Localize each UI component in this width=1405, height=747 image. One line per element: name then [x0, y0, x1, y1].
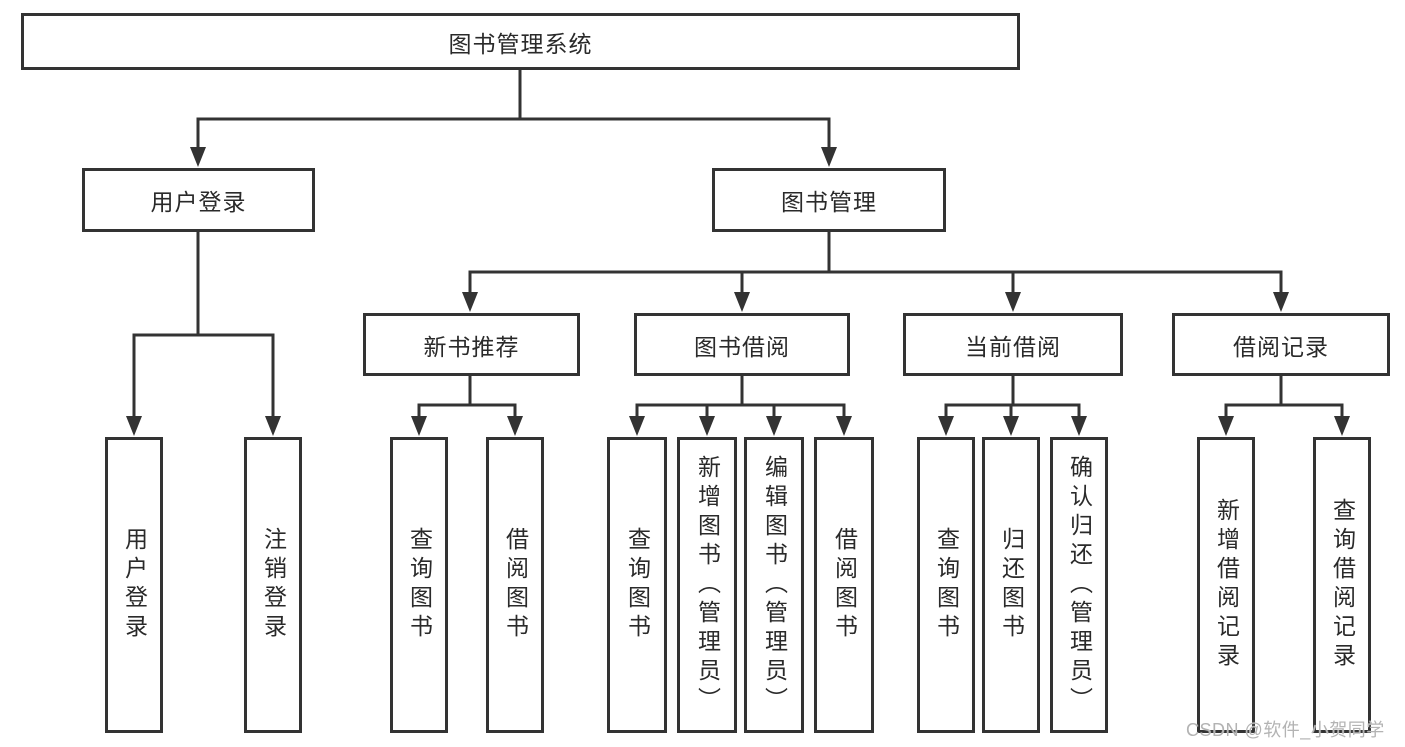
leaf-borrow-add-label: 新增图书（管理员）	[694, 454, 721, 716]
node-book-mgmt: 图书管理	[712, 168, 946, 232]
leaf-records-query: 查询借阅记录	[1313, 437, 1371, 733]
edge-cb-confirm	[1013, 403, 1087, 436]
leaf-user-login-label: 用户登录	[121, 527, 148, 643]
edge-nb-query	[411, 375, 472, 436]
leaf-newbooks-borrow: 借阅图书	[486, 437, 544, 733]
leaf-logout: 注销登录	[244, 437, 302, 733]
edge-br-query	[1281, 403, 1350, 436]
leaf-current-query-label: 查询图书	[933, 527, 960, 643]
leaf-current-return-label: 归还图书	[998, 527, 1025, 643]
leaf-records-add: 新增借阅记录	[1197, 437, 1255, 733]
leaf-records-query-label: 查询借阅记录	[1329, 498, 1356, 672]
node-book-borrow: 图书借阅	[634, 313, 850, 376]
edge-bb-edit	[742, 403, 782, 436]
leaf-records-add-label: 新增借阅记录	[1213, 498, 1240, 672]
node-user-login-label: 用户登录	[150, 189, 247, 215]
edge-mgmt-records	[829, 270, 1289, 312]
node-book-borrow-label: 图书借阅	[694, 333, 790, 360]
leaf-borrow-query: 查询图书	[607, 437, 667, 733]
csdn-watermark: CSDN @软件_小贺同学	[1186, 720, 1385, 740]
node-book-mgmt-label: 图书管理	[781, 189, 877, 215]
leaf-user-login: 用户登录	[105, 437, 163, 733]
edge-login-logout	[198, 333, 281, 436]
node-current-borrow: 当前借阅	[903, 313, 1123, 376]
node-borrow-records-label: 借阅记录	[1233, 333, 1329, 360]
node-borrow-records: 借阅记录	[1172, 313, 1390, 376]
edge-nb-borrow	[470, 403, 523, 436]
node-root-label: 图书管理系统	[448, 30, 593, 57]
node-current-borrow-label: 当前借阅	[965, 333, 1061, 360]
edge-root-book-mgmt	[520, 117, 837, 167]
leaf-borrow-edit-label: 编辑图书（管理员）	[761, 454, 788, 716]
edge-bb-query	[629, 375, 744, 436]
leaf-current-confirm-label: 确认归还（管理员）	[1066, 454, 1093, 716]
edge-cb-query	[938, 375, 1015, 436]
edge-mgmt-new-books	[462, 232, 831, 312]
edge-mgmt-current	[829, 270, 1021, 312]
edge-root-user-login	[190, 70, 522, 167]
edge-mgmt-borrow	[734, 270, 829, 312]
leaf-current-return: 归还图书	[982, 437, 1040, 733]
node-new-books: 新书推荐	[363, 313, 580, 376]
leaf-newbooks-borrow-label: 借阅图书	[502, 527, 529, 643]
leaf-current-query: 查询图书	[917, 437, 975, 733]
leaf-current-confirm: 确认归还（管理员）	[1050, 437, 1108, 733]
leaf-borrow-add: 新增图书（管理员）	[677, 437, 737, 733]
leaf-borrow-query-label: 查询图书	[624, 527, 651, 643]
node-new-books-label: 新书推荐	[423, 333, 520, 360]
edge-login-userlogin	[126, 232, 200, 436]
node-root: 图书管理系统	[21, 13, 1020, 70]
leaf-logout-label: 注销登录	[260, 527, 287, 643]
node-user-login: 用户登录	[82, 168, 315, 232]
leaf-borrow-borrow-label: 借阅图书	[831, 527, 858, 643]
leaf-borrow-edit: 编辑图书（管理员）	[744, 437, 804, 733]
edge-br-add	[1218, 375, 1283, 436]
edge-bb-borrow	[742, 403, 852, 436]
leaf-newbooks-query: 查询图书	[390, 437, 448, 733]
leaf-borrow-borrow: 借阅图书	[814, 437, 874, 733]
leaf-newbooks-query-label: 查询图书	[406, 527, 433, 643]
edge-bb-add	[699, 403, 742, 436]
